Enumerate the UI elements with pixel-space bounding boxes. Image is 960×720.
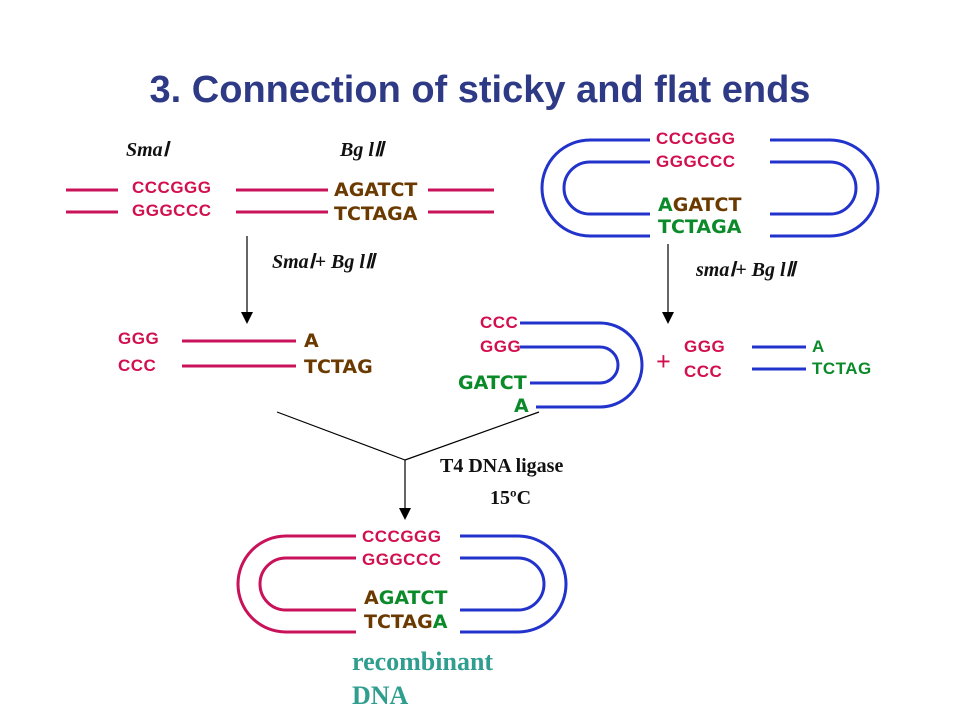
recombinant-label-line1: recombinant — [352, 647, 493, 676]
sequence-sma-bottom: GGGCCC — [132, 201, 212, 220]
cut-plasmid-bottom: GGG — [480, 337, 521, 356]
sequence-sma-top: CCCGGG — [132, 178, 212, 197]
enzyme-label-bgl: Bg lⅡ — [339, 139, 387, 161]
digest-label-right: smaⅠ+ Bg lⅡ — [695, 259, 799, 281]
left-linear-fragment: SmaⅠ Bg lⅡ CCCGGG GGGCCC AGATCT TCTAGA S… — [66, 139, 494, 378]
plasmid-bgl-bottom: TCTAGA — [658, 216, 742, 238]
ligase-label: T4 DNA ligase — [440, 455, 563, 477]
small-fragment-bottom-right: TCTAG — [812, 359, 872, 378]
small-fragment: GGG CCC A TCTAG — [684, 337, 872, 381]
small-fragment-bottom-left: CCC — [684, 362, 722, 381]
recombinant-bgl-bottom: TCTAGA — [364, 611, 448, 633]
recombinant-label-line2: DNA — [352, 681, 409, 710]
plasmid-sma-bottom: GGGCCC — [656, 152, 736, 171]
cut-plasmid: CCC GGG GATCT A — [458, 313, 644, 417]
merge-line-right — [404, 411, 540, 461]
small-fragment-top-right: A — [812, 337, 825, 356]
cut-plasmid-bgl-top: GATCT — [458, 372, 527, 394]
plasmid-outer-left-arc — [540, 138, 650, 238]
product-sequence-top-left: GGG — [118, 329, 159, 348]
recombinant-plasmid: CCCGGG GGGCCC AGATCT TCTAGA — [236, 527, 568, 634]
small-fragment-top-left: GGG — [684, 337, 725, 356]
recombinant-outer-right-arc — [460, 534, 568, 634]
recombinant-inner-left-arc — [258, 556, 356, 612]
plasmid-bgl-top: AGATCT — [658, 194, 741, 216]
plasmid-sma-top: CCCGGG — [656, 129, 736, 148]
plasmid-inner-right-arc — [770, 160, 858, 216]
product-sequence-bottom-right: TCTAG — [304, 356, 373, 378]
plasmid-inner-left-arc — [562, 160, 650, 216]
cut-plasmid-bgl-bottom: A — [514, 395, 529, 417]
recombinant-outer-left-arc — [236, 534, 356, 634]
cut-plasmid-top: CCC — [480, 313, 518, 332]
plasmid-outer-right-arc — [770, 138, 880, 238]
page-title: 3. Connection of sticky and flat ends — [150, 69, 811, 111]
recombinant-sma-bottom: GGGCCC — [362, 550, 442, 569]
sequence-bgl-bottom: TCTAGA — [334, 203, 418, 225]
merge-line-left — [276, 411, 406, 461]
enzyme-label-sma: SmaⅠ — [126, 139, 172, 161]
recombinant-sma-top: CCCGGG — [362, 527, 442, 546]
product-sequence-top-right: A — [304, 330, 319, 352]
sequence-bgl-top: AGATCT — [334, 179, 417, 201]
cut-plasmid-outer-arc — [599, 321, 644, 409]
plasmid-circle: CCCGGG GGGCCC AGATCT TCTAGA — [540, 129, 880, 238]
temperature-label: 15ºC — [490, 487, 531, 509]
cut-plasmid-inner-arc — [599, 345, 620, 385]
product-sequence-bottom-left: CCC — [118, 356, 156, 375]
recombinant-bgl-top: AGATCT — [364, 587, 447, 609]
recombinant-inner-right-arc — [460, 556, 546, 612]
digest-label-left: SmaⅠ+ Bg lⅡ — [272, 251, 378, 273]
plus-sign: + — [656, 347, 671, 376]
